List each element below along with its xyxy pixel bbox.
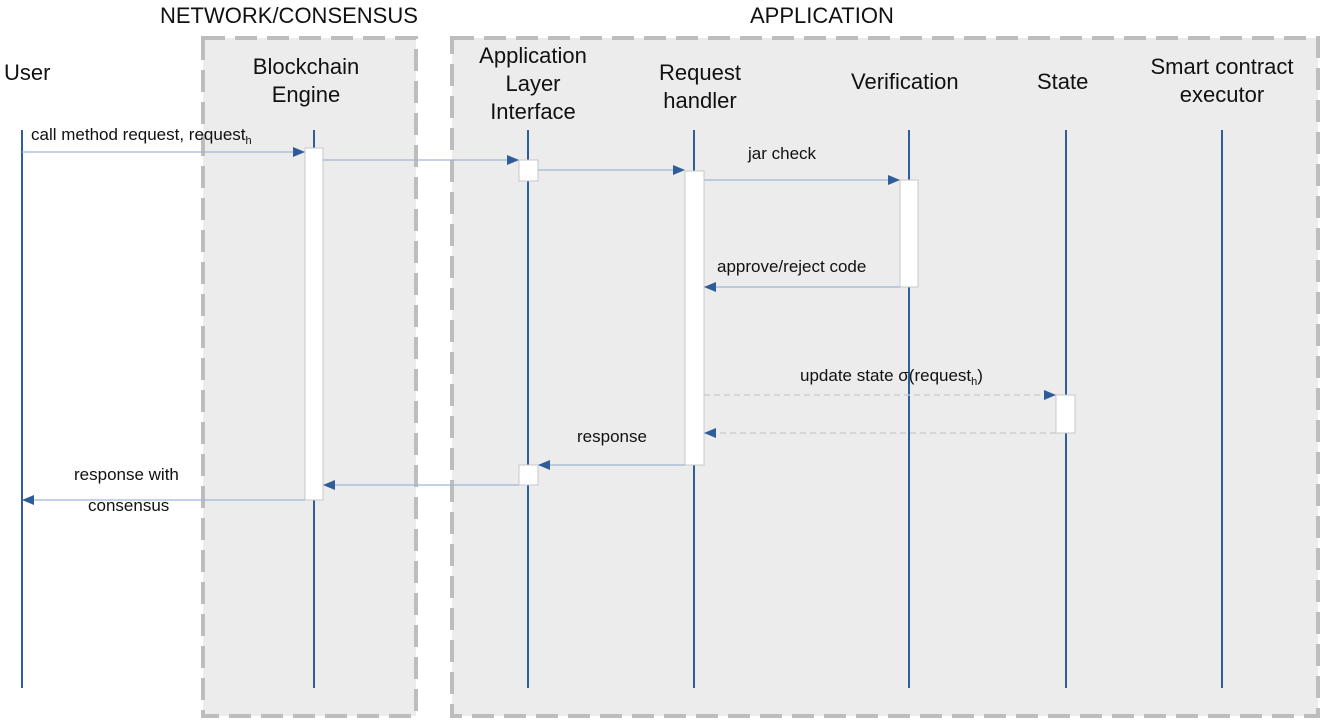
ali-activation-response — [518, 464, 539, 486]
verification-activation — [899, 179, 919, 288]
consensus-label: consensus — [88, 496, 170, 515]
executor-line2: executor — [1179, 82, 1265, 107]
update-state-text: update state σ(request — [800, 366, 972, 385]
call-method-subscript: h — [245, 135, 252, 147]
update-state-label: update state σ(requesth) — [800, 366, 983, 392]
user-label: User — [4, 60, 51, 85]
application-group — [450, 36, 1320, 718]
state-label: State — [1037, 69, 1089, 94]
handler-activation — [684, 170, 705, 466]
application-title: APPLICATION — [750, 3, 894, 28]
call-method-text: call method request, request — [31, 125, 246, 144]
smart-contract-executor-label: Smart contract executor — [1136, 53, 1308, 109]
ali-line2: Layer — [505, 71, 561, 96]
update-state-subscript: h — [971, 376, 978, 388]
executor-line1: Smart contract — [1150, 54, 1294, 79]
ali-activation-request — [518, 159, 539, 182]
application-layer-interface-label: Application Layer Interface — [463, 42, 603, 126]
request-handler-label: Request handler — [636, 59, 764, 115]
blockchain-engine-line2: Engine — [271, 82, 341, 107]
state-activation — [1055, 394, 1076, 434]
response-label: response — [577, 427, 647, 446]
request-handler-line2: handler — [663, 88, 737, 113]
call-method-request-label: call method request, requesth — [31, 125, 252, 151]
response-with-label: response with — [74, 465, 179, 484]
approve-reject-label: approve/reject code — [717, 257, 867, 276]
engine-activation — [304, 147, 324, 501]
blockchain-engine-line1: Blockchain — [252, 54, 360, 79]
ali-line1: Application — [479, 43, 587, 68]
ali-line3: Interface — [490, 99, 576, 124]
request-handler-line1: Request — [659, 60, 741, 85]
blockchain-engine-label: Blockchain Engine — [244, 53, 368, 109]
update-state-close: ) — [977, 366, 983, 385]
jar-check-label: jar check — [748, 144, 817, 163]
verification-label: Verification — [851, 69, 959, 94]
network-consensus-title: NETWORK/CONSENSUS — [160, 3, 418, 28]
